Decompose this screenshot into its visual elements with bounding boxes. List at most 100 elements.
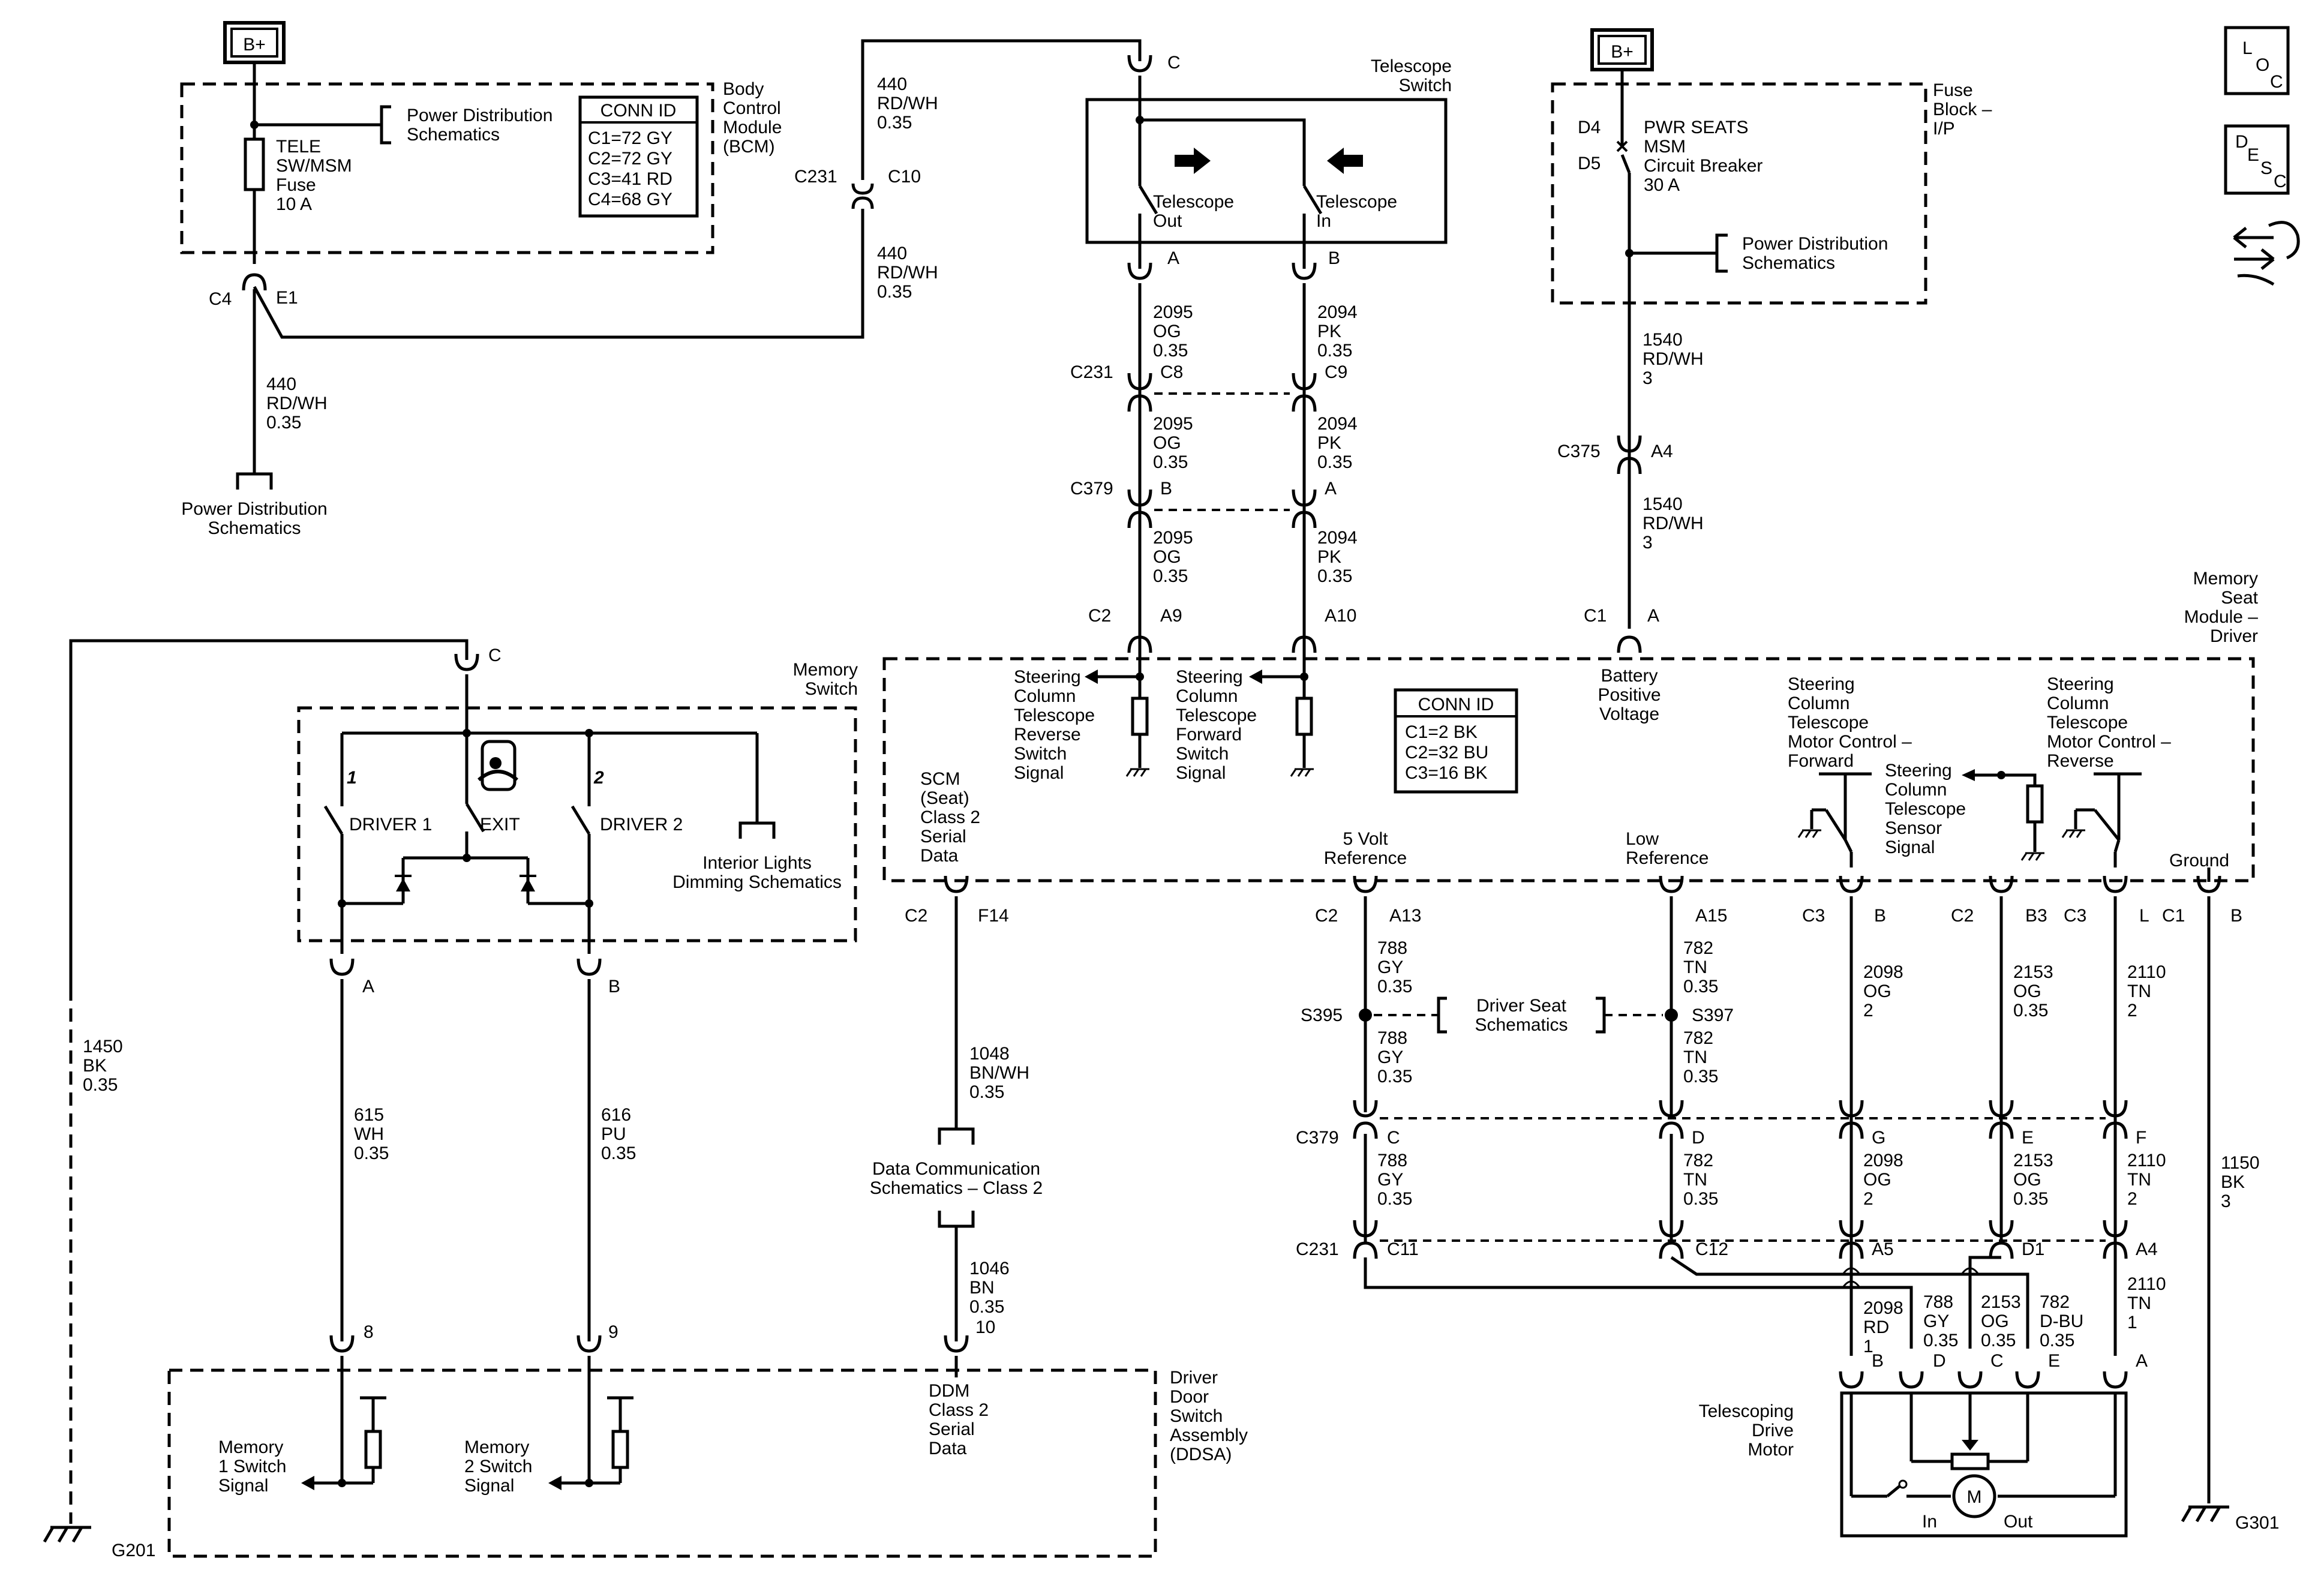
memory1-signal-circuit xyxy=(301,1396,386,1490)
svg-text:1 Switch: 1 Switch xyxy=(218,1457,286,1476)
svg-text:0.35: 0.35 xyxy=(1923,1331,1958,1350)
tool-icon[interactable] xyxy=(2233,221,2300,286)
svg-text:Data: Data xyxy=(920,846,959,866)
msm-title: Memory Seat Module – Driver xyxy=(2184,569,2259,646)
svg-text:L: L xyxy=(2242,38,2253,58)
motor-control-forward-relay xyxy=(1797,772,1872,867)
location-box-icon[interactable]: L O C xyxy=(2224,26,2290,95)
svg-text:Data Communication: Data Communication xyxy=(872,1159,1040,1179)
diode-network xyxy=(338,854,593,908)
svg-text:0.35: 0.35 xyxy=(2013,1001,2048,1020)
svg-text:3: 3 xyxy=(1643,533,1653,553)
svg-text:2095: 2095 xyxy=(1153,528,1193,548)
svg-text:A: A xyxy=(2136,1351,2148,1371)
svg-text:OG: OG xyxy=(2013,981,2041,1001)
svg-text:0.35: 0.35 xyxy=(1377,1067,1412,1086)
memory-switch-title: Memory Switch xyxy=(793,660,858,699)
svg-text:C1: C1 xyxy=(2162,906,2185,926)
motor-control-reverse-relay xyxy=(2061,772,2142,867)
telescope-in-label-2: In xyxy=(1316,211,1331,231)
svg-text:D1: D1 xyxy=(2022,1239,2044,1259)
svg-text:Column: Column xyxy=(1176,686,1238,706)
svg-text:Serial: Serial xyxy=(920,827,966,846)
svg-text:0.35: 0.35 xyxy=(2013,1189,2048,1209)
svg-text:Low: Low xyxy=(1626,829,1659,849)
svg-text:0.35: 0.35 xyxy=(354,1143,389,1163)
svg-text:0.35: 0.35 xyxy=(1683,1189,1718,1209)
svg-text:A9: A9 xyxy=(1160,606,1182,626)
svg-text:1150: 1150 xyxy=(2221,1153,2260,1173)
svg-text:Drive: Drive xyxy=(1752,1421,1794,1440)
svg-text:0.35: 0.35 xyxy=(969,1297,1004,1317)
svg-text:Memory: Memory xyxy=(218,1437,283,1457)
svg-text:0.35: 0.35 xyxy=(1153,566,1188,586)
svg-text:Telescoping: Telescoping xyxy=(1699,1401,1794,1421)
svg-text:Signal: Signal xyxy=(218,1476,268,1496)
svg-text:0.35: 0.35 xyxy=(1377,1189,1412,1209)
ground-label: Ground xyxy=(2169,851,2229,870)
svg-text:2095: 2095 xyxy=(1153,302,1193,322)
svg-text:B: B xyxy=(1328,248,1340,268)
svg-text:C4=68 GY: C4=68 GY xyxy=(588,190,672,209)
svg-text:2: 2 xyxy=(2127,1189,2137,1209)
svg-text:2098: 2098 xyxy=(1863,1298,1903,1318)
description-box-icon[interactable]: D E S C xyxy=(2224,124,2290,195)
telescope-switch-pin-c: C xyxy=(1167,53,1181,73)
svg-text:Sensor: Sensor xyxy=(1885,818,1942,838)
svg-text:C3: C3 xyxy=(2064,906,2086,926)
svg-text:Data: Data xyxy=(929,1439,967,1458)
svg-text:PK: PK xyxy=(1317,547,1341,567)
fuse-label: TELE SW/MSM Fuse 10 A xyxy=(276,137,352,214)
svg-text:D: D xyxy=(2235,132,2248,152)
svg-text:C379: C379 xyxy=(1296,1128,1339,1148)
svg-text:Battery: Battery xyxy=(1601,666,1658,686)
reverse-signal-label: Steering Column Telescope Reverse Switch… xyxy=(1014,667,1095,783)
motor-m-icon xyxy=(1952,1474,1996,1518)
svg-text:0.35: 0.35 xyxy=(969,1082,1004,1102)
svg-text:1046: 1046 xyxy=(969,1259,1010,1278)
svg-text:2 Switch: 2 Switch xyxy=(464,1457,532,1476)
svg-text:C2=72 GY: C2=72 GY xyxy=(588,149,672,169)
svg-text:E: E xyxy=(2048,1351,2060,1371)
forward-signal-arrow-icon xyxy=(1249,670,1262,684)
svg-text:C3: C3 xyxy=(1802,906,1825,926)
msm-conn-id-box: CONN ID C1=2 BK C2=32 BU C3=16 BK xyxy=(1394,688,1518,794)
svg-text:Reverse: Reverse xyxy=(1014,725,1081,745)
svg-text:Positive: Positive xyxy=(1598,685,1661,705)
driver1-label: DRIVER 1 xyxy=(349,815,432,834)
svg-text:Forward: Forward xyxy=(1176,725,1242,745)
reverse-signal-arrow-icon xyxy=(1085,670,1098,684)
motor-position-sensor xyxy=(1950,1452,1990,1470)
svg-text:Body: Body xyxy=(723,79,764,99)
svg-text:A4: A4 xyxy=(2136,1239,2158,1259)
svg-text:2153: 2153 xyxy=(2013,1151,2053,1170)
svg-text:0.35: 0.35 xyxy=(601,1143,636,1163)
c231-top-wire-down-label: 440 RD/WH 0.35 xyxy=(877,244,938,302)
motor-control-reverse-label: Steering Column Telescope Motor Control … xyxy=(2047,674,2171,771)
svg-text:B: B xyxy=(608,977,620,996)
dcs-bracket-top xyxy=(938,1127,975,1145)
svg-text:A15: A15 xyxy=(1695,906,1727,926)
bcm-pds-label: Power Distribution xyxy=(407,106,553,125)
bcm-pds-label-2: Schematics xyxy=(407,125,500,145)
telescope-in-switch xyxy=(1302,185,1323,269)
svg-text:Steering: Steering xyxy=(1788,674,1855,694)
svg-text:1048: 1048 xyxy=(969,1044,1010,1064)
msm-bottom-connectors xyxy=(945,876,2220,891)
memory2-label: Memory 2 Switch Signal xyxy=(464,1437,532,1496)
svg-text:B: B xyxy=(1872,1351,1884,1371)
svg-text:TELE: TELE xyxy=(276,137,321,157)
interior-lights-bracket xyxy=(738,821,776,839)
svg-text:Switch: Switch xyxy=(1170,1406,1223,1426)
msm-c1-a-connector xyxy=(1619,637,1640,653)
fuse-block-pds-label-2: Schematics xyxy=(1742,253,1835,273)
svg-text:Column: Column xyxy=(2047,694,2109,713)
svg-text:M: M xyxy=(1967,1487,1982,1507)
svg-text:0.35: 0.35 xyxy=(1981,1331,2016,1350)
svg-text:0.35: 0.35 xyxy=(83,1075,118,1095)
svg-text:A: A xyxy=(1647,606,1659,626)
svg-text:1450: 1450 xyxy=(83,1037,123,1056)
memory-switch-boundary xyxy=(297,706,857,942)
svg-text:9: 9 xyxy=(608,1322,618,1342)
svg-text:Motor Control –: Motor Control – xyxy=(2047,732,2171,752)
